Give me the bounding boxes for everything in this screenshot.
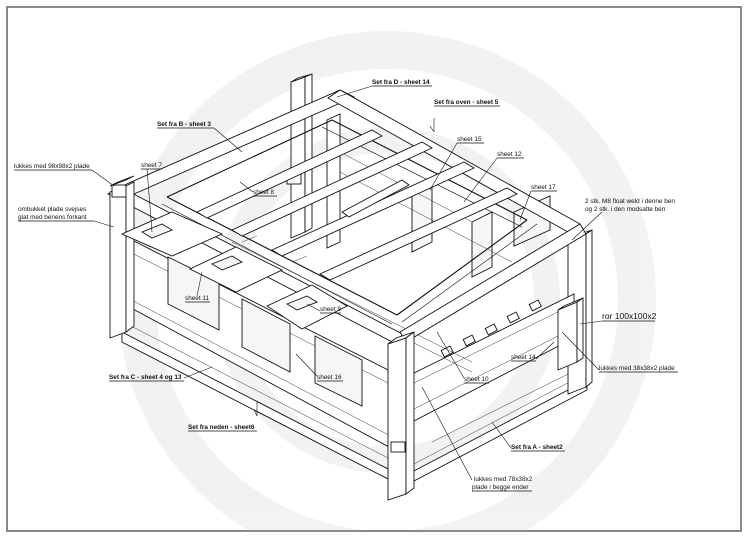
label-sheet-11: sheet 11 <box>185 295 209 302</box>
label-set-fra-neden: Set fra neden - sheet6 <box>188 424 255 431</box>
label-sheet-9: sheet 9 <box>320 306 341 313</box>
shelf-plates <box>120 211 348 330</box>
square-tube <box>557 297 584 371</box>
technical-drawing: Set fra D - sheet 14 Set fra oven - shee… <box>14 31 678 540</box>
label-sheet-12: sheet 12 <box>497 151 522 158</box>
label-sheet-17: sheet 17 <box>531 184 556 191</box>
label-sheet-10: sheet 10 <box>464 376 489 383</box>
label-ombukket-1: ombukket plade svejses <box>18 206 86 213</box>
label-lukkes-78-1: lukkes med 78x38x2 <box>474 476 533 483</box>
label-sheet-7: sheet 7 <box>141 162 162 169</box>
callout-leaders <box>14 85 678 492</box>
front-right-post <box>387 331 415 501</box>
callout-labels: Set fra D - sheet 14 Set fra oven - shee… <box>14 79 675 491</box>
label-set-fra-b: Set fra B - sheet 3 <box>157 121 211 128</box>
label-sheet-16: sheet 16 <box>317 374 342 381</box>
label-sheet-8: sheet 8 <box>253 189 274 196</box>
label-ror: ror 100x100x2 <box>602 311 657 321</box>
drawing-frame: Set fra D - sheet 14 Set fra oven - shee… <box>6 6 742 540</box>
label-set-fra-a: Set fra A - sheet2 <box>511 444 563 451</box>
top-cross-beams <box>196 129 518 281</box>
label-lukkes-78-2: plade i begge ender <box>472 484 529 491</box>
label-set-fra-d: Set fra D - sheet 14 <box>372 79 430 86</box>
label-set-fra-oven: Set fra oven - sheet 5 <box>434 99 499 106</box>
label-lukkes-98: lukkes med 98x98x2 plade <box>14 163 90 170</box>
front-left-post <box>109 175 135 339</box>
label-sheet-14: sheet 14 <box>511 354 536 361</box>
label-m8-line2: og 2 stk. i den modsatte ben <box>585 206 666 213</box>
label-ombukket-2: glat med benens forkant <box>18 214 87 221</box>
label-m8-line1: 2 stk. M8 float weld i denne ben <box>585 198 675 205</box>
frame-structure <box>107 73 593 501</box>
label-sheet-15: sheet 15 <box>457 136 482 143</box>
label-lukkes-38: lukkes med 38x38x2 plade <box>599 365 675 372</box>
label-set-fra-c: Set fra C - sheet 4 og 13 <box>109 374 182 381</box>
clip-row <box>440 299 542 358</box>
